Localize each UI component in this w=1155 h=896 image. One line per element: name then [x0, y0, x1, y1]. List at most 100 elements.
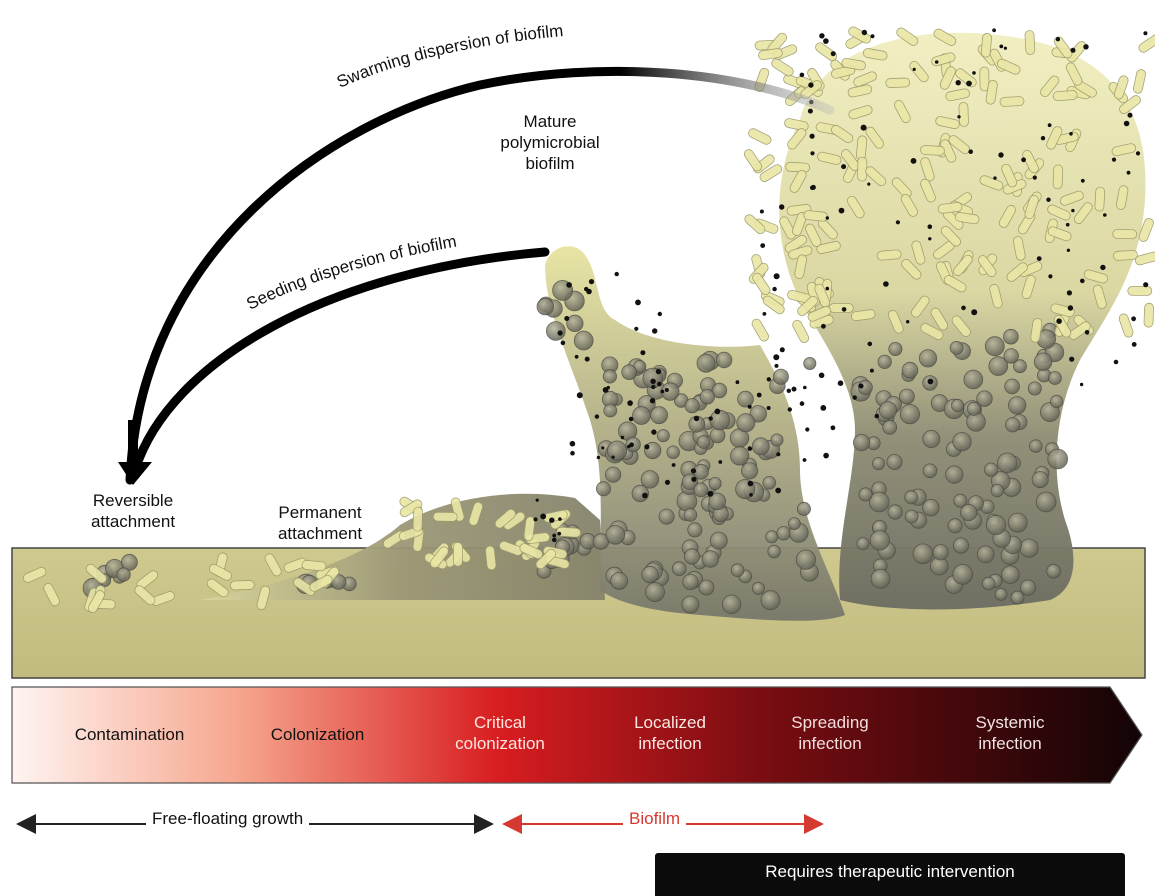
rod-bacterium [857, 156, 868, 182]
dispersed-cell [1131, 316, 1136, 322]
rod-bacterium [758, 48, 783, 61]
dispersed-cell [660, 389, 665, 394]
dispersed-cell [614, 271, 619, 277]
bacterial-cell [545, 321, 566, 341]
bacterial-cell [960, 503, 978, 522]
rod-bacterium [1053, 36, 1073, 59]
bacterial-cell [922, 463, 938, 479]
rod-bacterium [920, 178, 936, 203]
dispersed-cell [867, 341, 873, 347]
rod-bacterium [1024, 30, 1036, 55]
dispersed-cell [841, 307, 847, 312]
bacterial-cell [994, 587, 1008, 601]
bacterial-cell [912, 543, 934, 565]
mature-line-2: polymicrobial [500, 133, 600, 152]
dispersed-cell [823, 452, 829, 459]
dispersed-cell [584, 286, 589, 292]
bacterial-cell [796, 501, 811, 516]
rod-bacterium [977, 255, 997, 278]
dispersed-cell [1126, 170, 1131, 175]
dispersed-cell [808, 82, 814, 88]
rod-bacterium [744, 214, 766, 235]
dispersed-cell [747, 480, 754, 487]
dispersed-cells [533, 28, 1149, 543]
stage-progression-bar [11, 686, 1143, 784]
bacterial-cell [868, 491, 890, 513]
rod-bacterium [1030, 318, 1043, 343]
rod-bacterium [996, 58, 1021, 75]
bacterial-cell [683, 508, 698, 522]
stage-label: infection [798, 734, 862, 753]
dispersed-cell [759, 209, 764, 214]
dispersed-cell [651, 384, 656, 390]
dispersed-cell [634, 326, 639, 331]
bacterial-cell [751, 437, 770, 456]
stage-localized-infection: Localized infection [600, 712, 740, 754]
dispersed-cell [570, 450, 575, 456]
biofilm-label: Biofilm [623, 808, 687, 829]
bacterial-cell [997, 452, 1018, 474]
bacterial-cell [645, 582, 665, 602]
rod-bacterium [779, 216, 797, 240]
bacterial-cell [671, 561, 687, 576]
dispersed-cell [747, 404, 752, 409]
dispersed-cell [957, 115, 961, 119]
rod-bacterium [862, 48, 888, 61]
bacterial-cell [1019, 538, 1039, 558]
dispersed-cell [718, 460, 723, 464]
dispersed-cell [779, 347, 785, 353]
seeding-dispersion-arrow [130, 247, 550, 475]
stage-label: infection [978, 734, 1042, 753]
rod-bacterium [256, 585, 271, 610]
dispersed-cell [992, 28, 996, 33]
dispersed-cell [773, 354, 780, 361]
dispersed-cell [640, 350, 646, 356]
dispersed-cell [972, 71, 976, 75]
bacterial-cell [976, 390, 993, 407]
dispersed-cell [671, 463, 676, 467]
dispersed-cell [1100, 264, 1106, 271]
bacterial-cell [602, 369, 618, 384]
bacterial-cell [762, 475, 777, 490]
bacterial-cell [976, 545, 995, 564]
bacterial-cell [566, 314, 584, 332]
rod-bacterium [939, 66, 956, 90]
rod-bacterium [1059, 190, 1084, 206]
bacterial-cell [1007, 512, 1028, 533]
dispersed-cell [809, 133, 815, 139]
dispersed-cell [566, 282, 572, 288]
dispersed-cell [1003, 46, 1008, 50]
bacterial-cell [730, 446, 750, 466]
bacterial-cell [650, 406, 668, 425]
dispersed-cell [628, 416, 634, 422]
bacterial-cell [696, 435, 711, 449]
dispersed-cell [927, 224, 933, 229]
rod-bacterium [784, 118, 809, 132]
attachment-arrowhead [118, 462, 152, 485]
bacterial-cell [641, 565, 659, 584]
dispersed-cell [830, 51, 836, 57]
rod-bacterium [848, 105, 873, 120]
bacterial-cell [751, 581, 765, 595]
dispersed-cell [825, 286, 830, 291]
bacterial-cell [922, 499, 940, 517]
dispersed-cell [841, 164, 847, 170]
rod-bacterium [815, 42, 838, 62]
bacterial-cell [708, 492, 726, 511]
dispersed-cell [564, 316, 570, 321]
permanent-line-2: attachment [277, 524, 363, 543]
dispersed-cell [870, 34, 875, 39]
dispersed-cell [993, 176, 997, 180]
bacterial-cell [945, 465, 964, 484]
rod-bacterium [1022, 149, 1039, 174]
dispersed-cell [714, 408, 721, 415]
rod-bacterium [998, 204, 1016, 228]
rod-bacterium [1127, 285, 1153, 296]
dispersed-cell [552, 533, 557, 538]
dispersed-cell [912, 67, 916, 71]
bacterial-cell [963, 369, 984, 390]
rod-bacterium [846, 195, 865, 219]
dispersed-cell [766, 377, 771, 382]
bacterial-cell [787, 517, 801, 530]
rod-bacterium [943, 275, 967, 293]
